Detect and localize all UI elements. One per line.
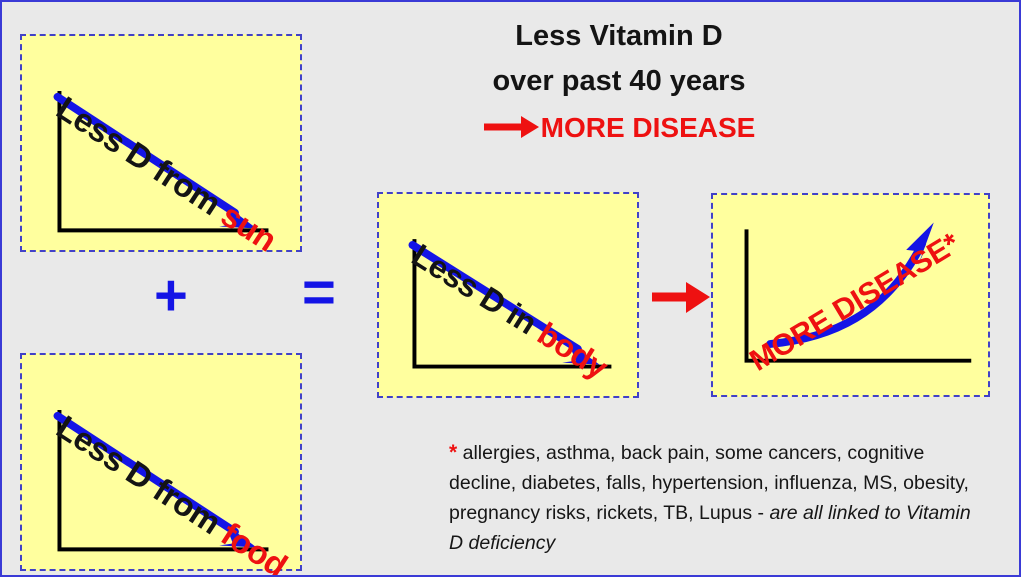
headline-disease-text: MORE DISEASE (540, 111, 756, 143)
page-title: Less Vitamin D over past 40 years MORE D… (384, 14, 854, 152)
headline-line-1: Less Vitamin D (515, 20, 723, 52)
red-arrow-icon (650, 274, 712, 320)
chart-axes-and-arrow-food (53, 409, 269, 552)
footnote-list: allergies, asthma, back pain, some cance… (449, 442, 969, 524)
footnote-italic-tail: are all linked to Vitamin D deficiency (449, 501, 971, 554)
footnote-asterisk: * (449, 441, 458, 464)
right-arrow-icon (483, 109, 539, 152)
panel-more-disease: MORE DISEASE* (711, 193, 990, 397)
equals-operator: = (302, 260, 336, 325)
chart-axes-and-arrow-disease (744, 222, 972, 363)
panel-less-d-from-sun: Less D from sun (20, 34, 302, 258)
panel-less-d-from-food: Less D from food (20, 353, 302, 575)
plus-operator: + (154, 263, 188, 328)
chart-axes-and-arrow-body (408, 239, 612, 369)
panel-less-d-in-body: Less D in body (377, 192, 639, 398)
footnote: * allergies, asthma, back pain, some can… (449, 437, 979, 559)
headline-line-3: MORE DISEASE (384, 106, 854, 152)
headline-line-2: over past 40 years (492, 64, 746, 97)
chart-axes-and-arrow-sun (53, 90, 269, 233)
